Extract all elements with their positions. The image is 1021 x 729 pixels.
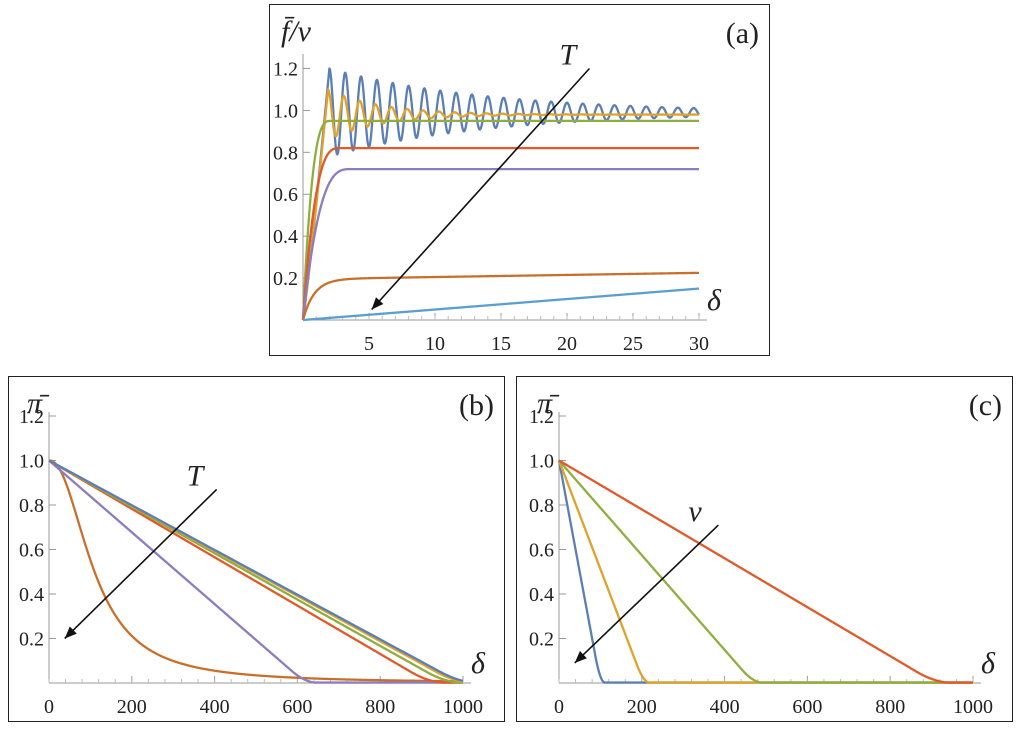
y-tick-label: 0.2: [529, 629, 554, 651]
series-line-1: [48, 459, 464, 683]
x-tick-label: 5: [364, 333, 374, 355]
x-tick-label: 10: [425, 333, 445, 355]
x-tick-label: 400: [200, 696, 230, 718]
x-tick-label: 800: [875, 696, 905, 718]
x-tick-label: 1000: [953, 696, 993, 718]
x-tick-label: 0: [44, 696, 54, 718]
x-tick-label: 200: [627, 696, 657, 718]
chart-c: 0.2 0.4 0.6 0.8 1.0 1.2 0 200 400 600 800 1000 ν π̄ δ (…: [529, 387, 1002, 718]
x-tick-label: 800: [365, 696, 395, 718]
arrow-label: T: [559, 38, 578, 71]
y-tick-label: 1.0: [19, 451, 44, 473]
series-line-7: [302, 287, 700, 322]
series-line-1: [301, 67, 700, 321]
trend-arrow: [64, 488, 218, 640]
series-line-2: [48, 459, 464, 684]
y-axis-label: π̄: [27, 387, 50, 420]
y-tick-label: 0.8: [19, 495, 44, 517]
series-line-1: [557, 460, 974, 684]
trend-arrowhead: [574, 651, 587, 663]
trend-arrow: [371, 67, 591, 311]
x-tick-label: 0: [554, 696, 564, 718]
chart-b: 0.2 0.4 0.6 0.8 1.0 1.2 0 200 400 600 800 1000 Tπ̄ δ (…: [19, 387, 494, 718]
x-tick-label: 600: [282, 696, 312, 718]
trend-arrowhead: [371, 297, 384, 310]
series-line-3: [558, 459, 974, 684]
y-tick-label: 0.6: [273, 184, 298, 206]
series-line-5: [301, 167, 700, 321]
panel-label: (c): [969, 389, 1002, 422]
panel-c: 0.2 0.4 0.6 0.8 1.0 1.2 0 200 400 600 800 1000 ν π̄ δ (…: [516, 376, 1013, 722]
x-axis-label: δ: [471, 647, 486, 680]
series-line-2: [557, 460, 974, 684]
x-tick-label: 200: [117, 696, 147, 718]
y-tick-label: 1.0: [273, 100, 298, 122]
y-tick-label: 1.2: [19, 406, 44, 428]
x-tick-label: 25: [623, 333, 643, 355]
y-axis-label: f̄/ν: [281, 15, 312, 48]
panel-label: (b): [459, 389, 494, 422]
y-tick-label: 0.8: [273, 142, 298, 164]
y-tick-label: 0.8: [529, 495, 554, 517]
arrow-label: ν: [688, 495, 702, 528]
y-tick-label: 0.2: [273, 268, 298, 290]
x-tick-label: 15: [491, 333, 511, 355]
series-line-4: [558, 459, 974, 684]
x-tick-label: 400: [710, 696, 740, 718]
y-tick-label: 0.6: [529, 540, 554, 562]
y-tick-label: 0.4: [273, 226, 298, 248]
panel-label: (a): [726, 17, 759, 50]
y-tick-label: 0.6: [19, 540, 44, 562]
trend-arrowhead: [64, 626, 77, 639]
x-tick-label: 600: [792, 696, 822, 718]
x-tick-label: 20: [557, 333, 577, 355]
trend-arrow: [574, 524, 719, 664]
series-line-6: [48, 459, 464, 682]
x-axis-label: δ: [981, 647, 996, 680]
x-tick-label: 1000: [443, 696, 483, 718]
y-tick-label: 1.0: [529, 451, 554, 473]
arrow-label: T: [187, 459, 206, 492]
series-line-6: [301, 271, 700, 321]
y-tick-label: 0.2: [19, 629, 44, 651]
series-line-2: [301, 88, 700, 321]
y-axis-label: π̄: [537, 387, 560, 420]
y-tick-label: 1.2: [529, 406, 554, 428]
y-tick-label: 1.2: [273, 58, 298, 80]
series-line-3: [48, 459, 464, 684]
series-line-4: [301, 146, 700, 321]
x-tick-label: 30: [689, 333, 709, 355]
chart-a: 0.2 0.4 0.6 0.8 1.0 1.2 5 10 15 20 25 30 Tf̄/ν δ (a): [273, 15, 759, 355]
y-tick-label: 0.4: [529, 584, 554, 606]
x-axis-label: δ: [707, 284, 722, 317]
y-tick-label: 0.4: [19, 584, 44, 606]
series-line-3: [301, 119, 700, 321]
